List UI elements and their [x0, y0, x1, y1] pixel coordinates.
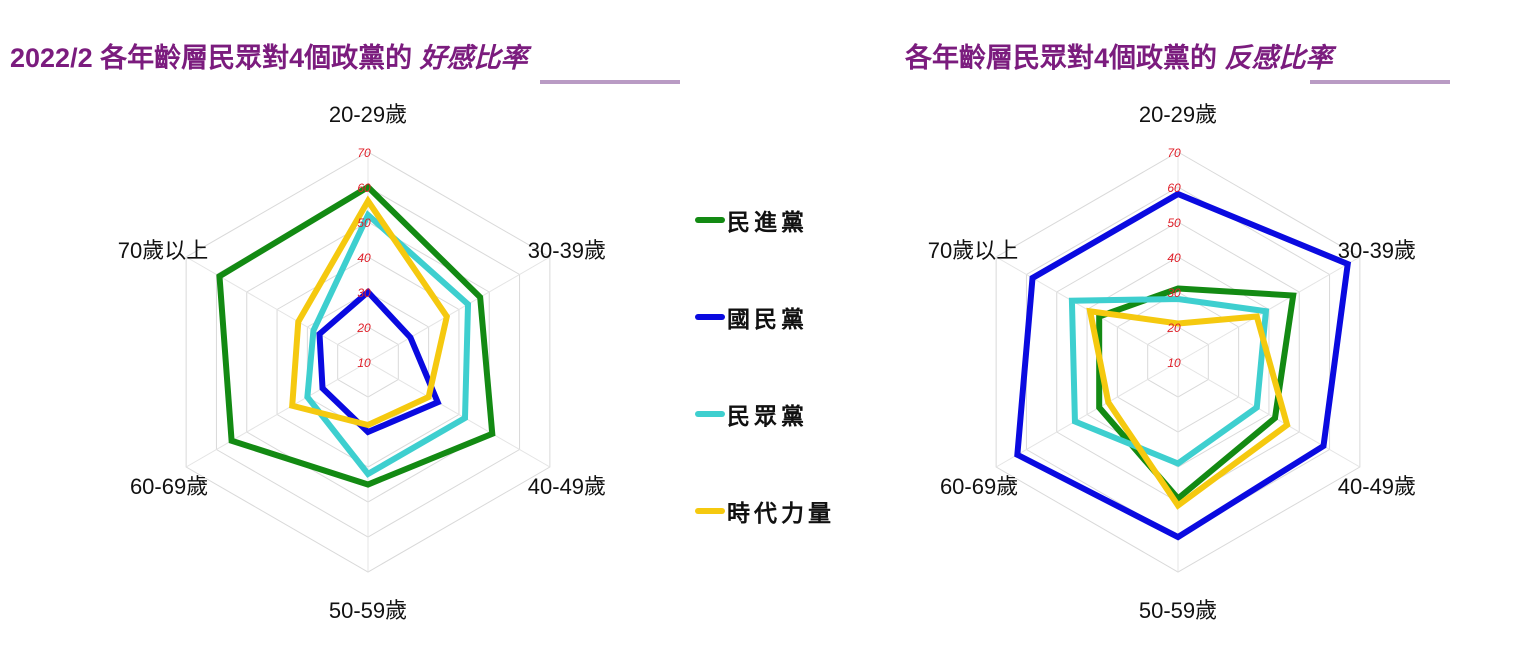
series-line-2: [1068, 295, 1270, 467]
tick-label: 10: [357, 356, 371, 370]
tick-label: 30: [1167, 286, 1181, 300]
right-title-prefix: 各年齡層民眾對4個政黨的: [905, 43, 1218, 73]
axis-label: 30-39歲: [1338, 238, 1416, 263]
axis-label: 70歲以上: [928, 238, 1018, 263]
legend-swatch: [695, 314, 725, 320]
grid-spoke: [185, 256, 369, 363]
axis-label: 50-59歲: [1139, 598, 1217, 623]
grid-spoke: [367, 361, 551, 468]
axis-label: 20-29歲: [1139, 102, 1217, 127]
axis-label: 60-69歲: [130, 474, 208, 499]
tick-label: 70: [357, 146, 371, 160]
right-title-emphasis: 反感比率: [1224, 43, 1333, 73]
series-line-2: [304, 210, 472, 478]
axis-label: 20-29歲: [329, 102, 407, 127]
axis-label: 40-49歲: [1338, 474, 1416, 499]
series-line-3: [1086, 307, 1291, 510]
axis-label: 40-49歲: [528, 474, 606, 499]
legend-item-npp: 時代力量: [695, 494, 835, 528]
left-title-underline: [540, 80, 680, 84]
legend-label: 時代力量: [727, 500, 835, 526]
right-title-underline: [1310, 80, 1450, 84]
left-chart-title: 2022/2 各年齡層民眾對4個政黨的 好感比率: [10, 36, 528, 75]
axis-label: 50-59歲: [329, 598, 407, 623]
legend-item-kmt: 國民黨: [695, 300, 808, 334]
left-title-emphasis: 好感比率: [419, 43, 528, 73]
tick-label: 20: [356, 321, 371, 335]
tick-label: 40: [357, 251, 371, 265]
tick-label: 30: [357, 286, 371, 300]
series-line-1: [316, 287, 442, 436]
legend-item-tpp: 民眾黨: [695, 397, 808, 431]
legend-label: 民眾黨: [727, 403, 808, 429]
legend-label: 民進黨: [727, 209, 808, 235]
tick-label: 10: [1167, 356, 1181, 370]
right-chart-title: 各年齡層民眾對4個政黨的 反感比率: [905, 36, 1333, 75]
tick-label: 60: [1167, 181, 1181, 195]
axis-label: 70歲以上: [118, 238, 208, 263]
grid-spoke: [1177, 361, 1361, 468]
tick-label: 60: [357, 181, 371, 195]
tick-label: 40: [1167, 251, 1181, 265]
legend-swatch: [695, 411, 725, 417]
grid-spoke: [367, 256, 551, 363]
axis-label: 60-69歲: [940, 474, 1018, 499]
axis-label: 30-39歲: [528, 238, 606, 263]
series-line-1: [1014, 190, 1352, 541]
tick-label: 20: [1166, 321, 1181, 335]
tick-label: 50: [1167, 216, 1181, 230]
grid-spoke: [995, 361, 1179, 468]
tick-label: 50: [357, 216, 371, 230]
legend-swatch: [695, 508, 725, 514]
legend-label: 國民黨: [727, 306, 808, 332]
left-title-prefix: 2022/2 各年齡層民眾對4個政黨的: [10, 43, 413, 73]
series-line-0: [216, 183, 496, 488]
legend-item-dpp: 民進黨: [695, 203, 808, 237]
grid-spoke: [185, 361, 369, 468]
tick-label: 70: [1167, 146, 1181, 160]
series-line-0: [1096, 285, 1297, 503]
series-line-3: [289, 195, 451, 429]
legend-swatch: [695, 217, 725, 223]
